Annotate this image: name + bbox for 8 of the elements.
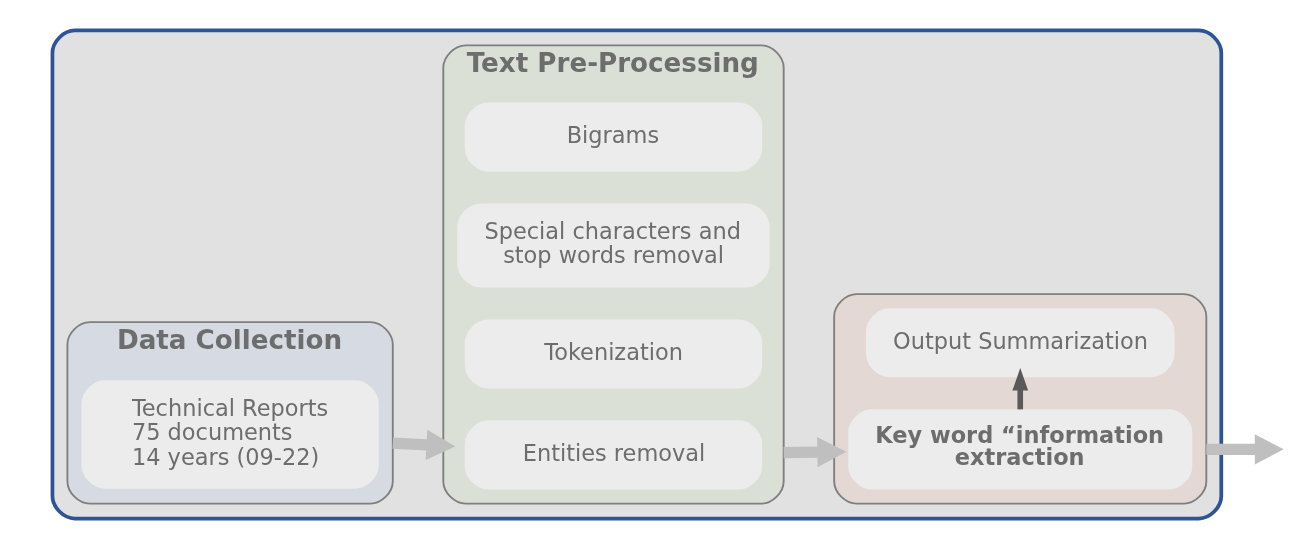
arrow: [1205, 434, 1284, 465]
node-box: Output Summarization: [865, 308, 1175, 378]
arrow: [783, 437, 846, 468]
arrow: [1011, 368, 1028, 410]
cluster: [832, 293, 1207, 505]
node-box: Key word “information extraction: [847, 409, 1192, 490]
arrow: [392, 429, 455, 461]
cluster: [50, 28, 1223, 521]
